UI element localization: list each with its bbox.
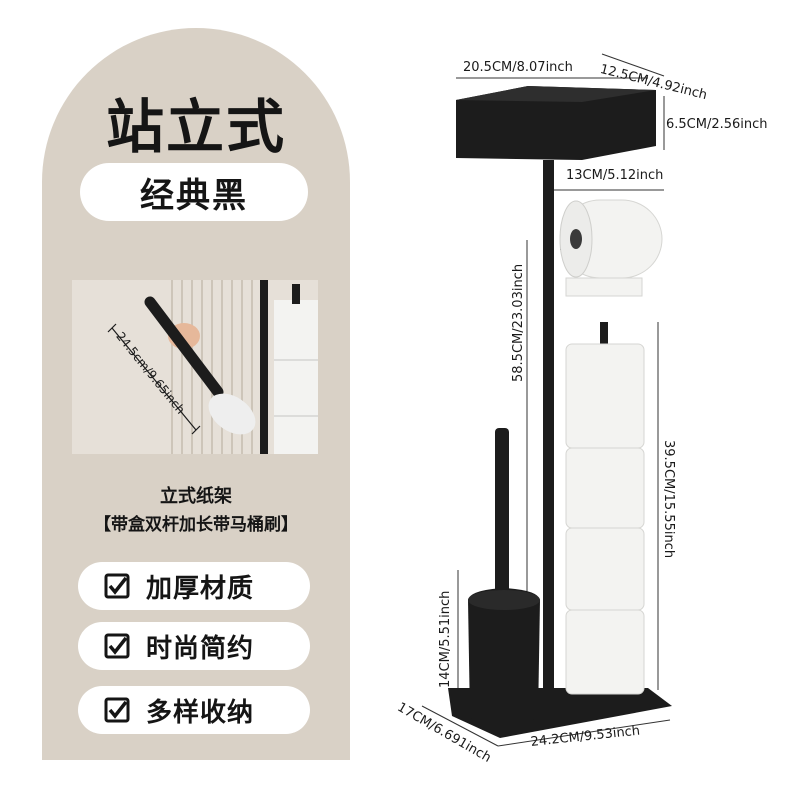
checkbox-icon bbox=[104, 697, 130, 723]
main-pole bbox=[543, 160, 554, 688]
headline: 站立式 bbox=[105, 93, 286, 161]
caption-subtitle: 【带盒双杆加长带马桶刷】 bbox=[94, 515, 298, 535]
box-width-label: 20.5CM/8.07inch bbox=[463, 60, 573, 75]
brush-photo: 24.5cm/9.65inch bbox=[72, 280, 318, 454]
feature-item: 加厚材质 bbox=[78, 562, 310, 610]
feature-item: 多样收纳 bbox=[78, 686, 310, 734]
reserve-roll bbox=[565, 527, 645, 611]
reserve-roll bbox=[565, 447, 645, 529]
reserve-roll bbox=[565, 609, 645, 695]
feature-label: 时尚简约 bbox=[146, 633, 255, 664]
arm-length-label: 13CM/5.12inch bbox=[566, 168, 664, 183]
brush-handle bbox=[495, 428, 509, 598]
checkbox-icon bbox=[104, 573, 130, 599]
reserve-roll bbox=[565, 343, 645, 449]
total-height-label: 58.5CM/23.03inch bbox=[511, 263, 526, 382]
feature-item: 时尚简约 bbox=[78, 622, 310, 670]
storage-height-label: 39.5CM/15.55inch bbox=[661, 440, 676, 559]
brush-height-label: 14CM/5.51inch bbox=[438, 590, 453, 688]
brush-holder bbox=[468, 588, 540, 724]
feature-label: 多样收纳 bbox=[146, 697, 255, 728]
storage-box bbox=[456, 86, 656, 160]
checkbox-icon bbox=[104, 633, 130, 659]
box-height-label: 6.5CM/2.56inch bbox=[666, 117, 768, 132]
caption-title: 立式纸架 bbox=[160, 486, 232, 507]
feature-label: 加厚材质 bbox=[146, 573, 255, 604]
color-name-badge: 经典黑 bbox=[80, 163, 308, 221]
